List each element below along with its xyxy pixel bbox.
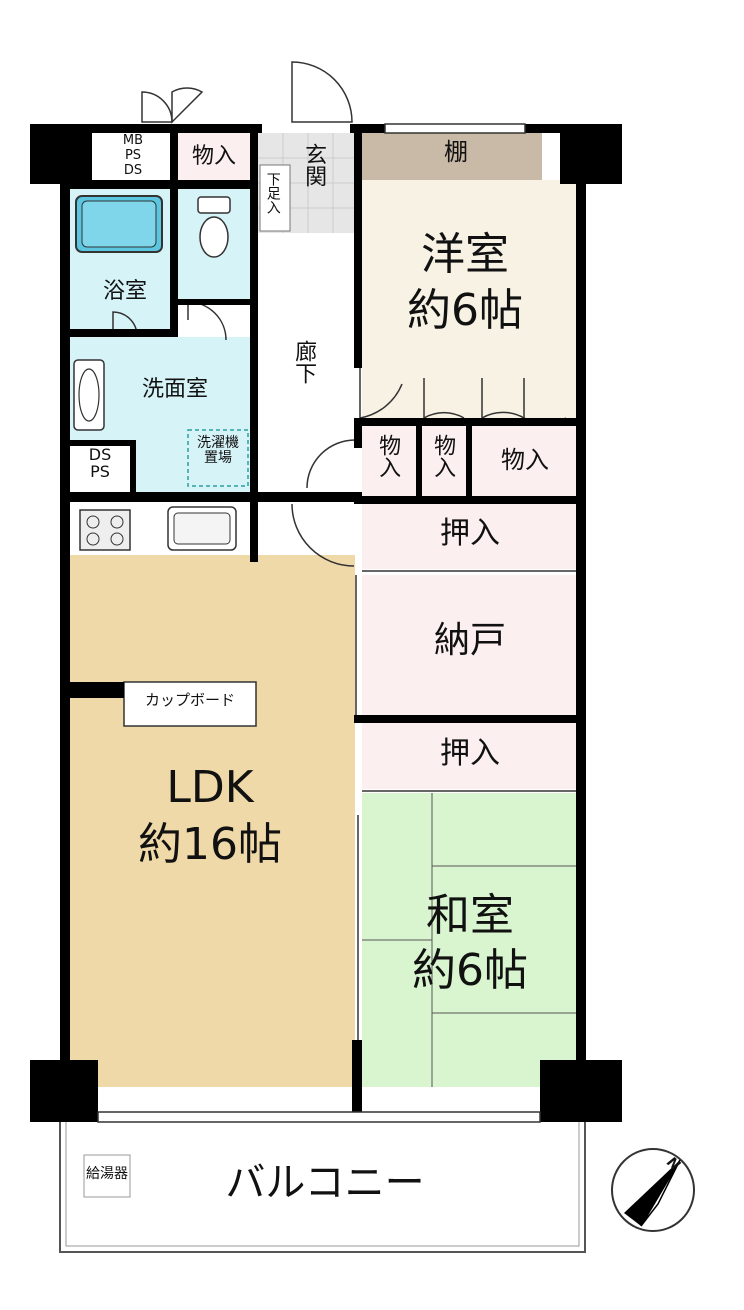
storage-a-label: 物入 [375, 434, 401, 478]
ldk-floor [70, 555, 355, 1087]
storage-b-label: 物入 [430, 434, 456, 478]
dsps-line1: DS [88, 445, 112, 464]
entrance-door-icon [291, 61, 353, 123]
oshiire-bottom-area [362, 723, 576, 789]
oshiire-top-area [362, 504, 576, 569]
storage-top-area [178, 133, 250, 181]
water-heater-icon [83, 1154, 131, 1198]
ds-text: DS [123, 162, 143, 178]
oshiire-bottom-label: 押入 [440, 736, 500, 771]
washer-label: 洗濯機 置場 [182, 436, 254, 465]
shelf-area [362, 133, 542, 180]
washer-line2: 置場 [204, 449, 232, 466]
nando-label: 納戸 [433, 620, 506, 661]
dsps-area [70, 440, 130, 492]
cupboard-area [123, 681, 257, 727]
getabako-area [259, 164, 291, 232]
dsps-label: DS PS [72, 445, 128, 481]
stove-icon [79, 509, 131, 551]
balcony-area [59, 1114, 586, 1253]
mb-text: MB [122, 133, 144, 148]
shelf-label: 棚 [444, 138, 468, 166]
ldk-size: 約16帖 [138, 819, 282, 870]
washroom-label: 洗面室 [141, 377, 208, 402]
north-arrow-icon [611, 1148, 695, 1232]
water-heater-label: 給湯器 [86, 1166, 128, 1182]
japanese-room-name: 和室 [426, 890, 514, 941]
toilet-icon [197, 196, 231, 214]
storage-c-label: 物入 [501, 446, 549, 474]
washer-line1: 洗濯機 [197, 435, 239, 451]
getabako-label: 下足入 [264, 172, 281, 214]
western-room-floor [362, 180, 576, 418]
ldk-name: LDK [166, 762, 254, 813]
corridor-label: 廊下 [291, 340, 317, 384]
mbpsds-area [98, 133, 170, 181]
western-room-name: 洋室 [421, 229, 509, 280]
genkan-label: 玄関 [301, 143, 327, 187]
mbpsds-label: MB PS DS [108, 133, 158, 179]
storage-top-label: 物入 [191, 144, 236, 169]
dsps-line2: PS [90, 461, 110, 481]
bath-label: 浴室 [102, 279, 147, 304]
japanese-room-size: 約6帖 [412, 945, 528, 996]
washer-area [187, 429, 249, 487]
western-room-size: 約6帖 [407, 285, 523, 336]
ps-text: PS [124, 147, 142, 163]
cupboard-label: カップボード [144, 691, 235, 709]
balcony-label: バルコニー [225, 1160, 425, 1206]
corridor-floor [258, 233, 358, 498]
nando-floor [362, 575, 576, 715]
oshiire-top-label: 押入 [440, 516, 500, 551]
